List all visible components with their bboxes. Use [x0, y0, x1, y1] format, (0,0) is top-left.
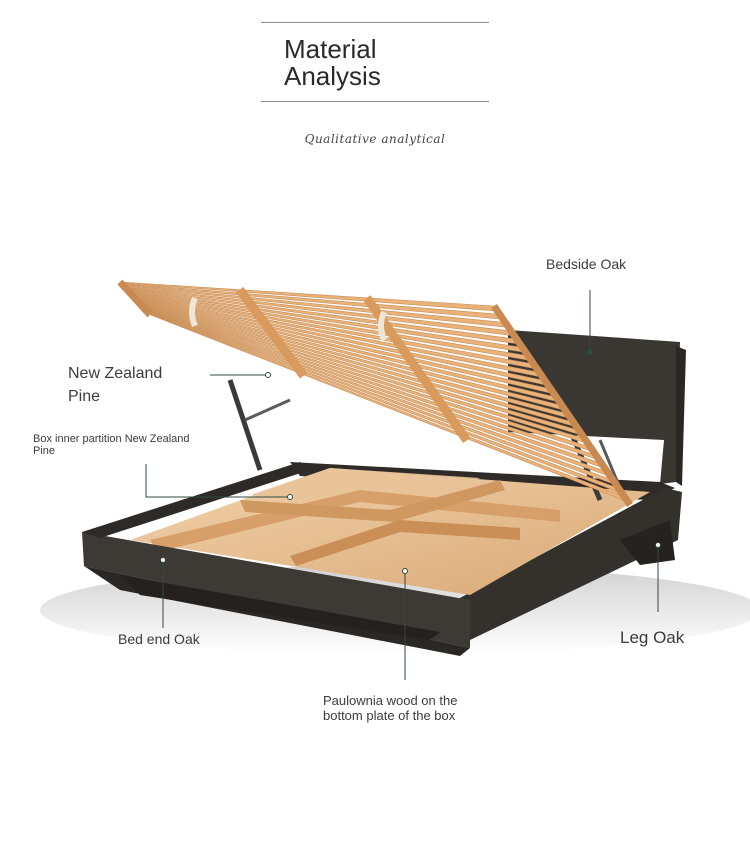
label-box-partition-line1: Box inner partition New Zealand — [33, 433, 190, 445]
gas-strut-left — [227, 379, 263, 471]
handwritten-subtitle: Qualitative analytical — [304, 132, 446, 146]
front-foot — [120, 575, 440, 640]
leader-dots — [160, 349, 661, 574]
partition-long — [240, 480, 505, 522]
dot-partition — [287, 494, 293, 500]
leader-partition — [145, 464, 290, 498]
label-bedside-oak: Bedside Oak — [546, 256, 627, 272]
lift-strap — [378, 310, 387, 342]
title-bottom-rule — [261, 101, 489, 102]
label-bed-end-oak: Bed end Oak — [118, 631, 200, 647]
title-block: Material Analysis — [261, 22, 489, 102]
gas-strut-left-rod — [244, 398, 291, 422]
headboard-edge — [676, 346, 686, 486]
label-paulownia-line1: Paulownia wood on the — [323, 693, 458, 708]
partition-front — [290, 520, 520, 566]
label-new-zealand-pine-line2: Pine — [68, 388, 101, 405]
slat-rail — [117, 279, 153, 318]
slat-rail — [491, 304, 633, 507]
slat-rail — [236, 286, 308, 379]
page-title-line-1: Material — [284, 34, 377, 64]
dot-bed-end — [160, 557, 166, 563]
dot-nz-pine — [265, 372, 271, 378]
label-leg-oak: Leg Oak — [620, 628, 685, 647]
label-box-partition-line2: Pine — [33, 445, 56, 457]
label-paulownia-line2: bottom plate of the box — [323, 708, 456, 723]
dot-leg — [655, 542, 661, 548]
front-frame-top — [82, 462, 310, 538]
dot-bedside — [587, 349, 593, 355]
headboard — [508, 330, 680, 484]
side-frame — [460, 488, 682, 640]
partition-cross — [150, 490, 560, 552]
lift-strap — [189, 296, 198, 328]
front-frame — [82, 532, 470, 648]
dot-paulownia — [402, 568, 408, 574]
page-title-line-2: Analysis — [284, 61, 381, 91]
leg-support — [620, 520, 675, 565]
title-top-rule — [261, 22, 489, 23]
leader-lines — [145, 290, 659, 680]
slat-frame — [117, 279, 633, 507]
label-new-zealand-pine-line1: New Zealand — [68, 365, 163, 382]
